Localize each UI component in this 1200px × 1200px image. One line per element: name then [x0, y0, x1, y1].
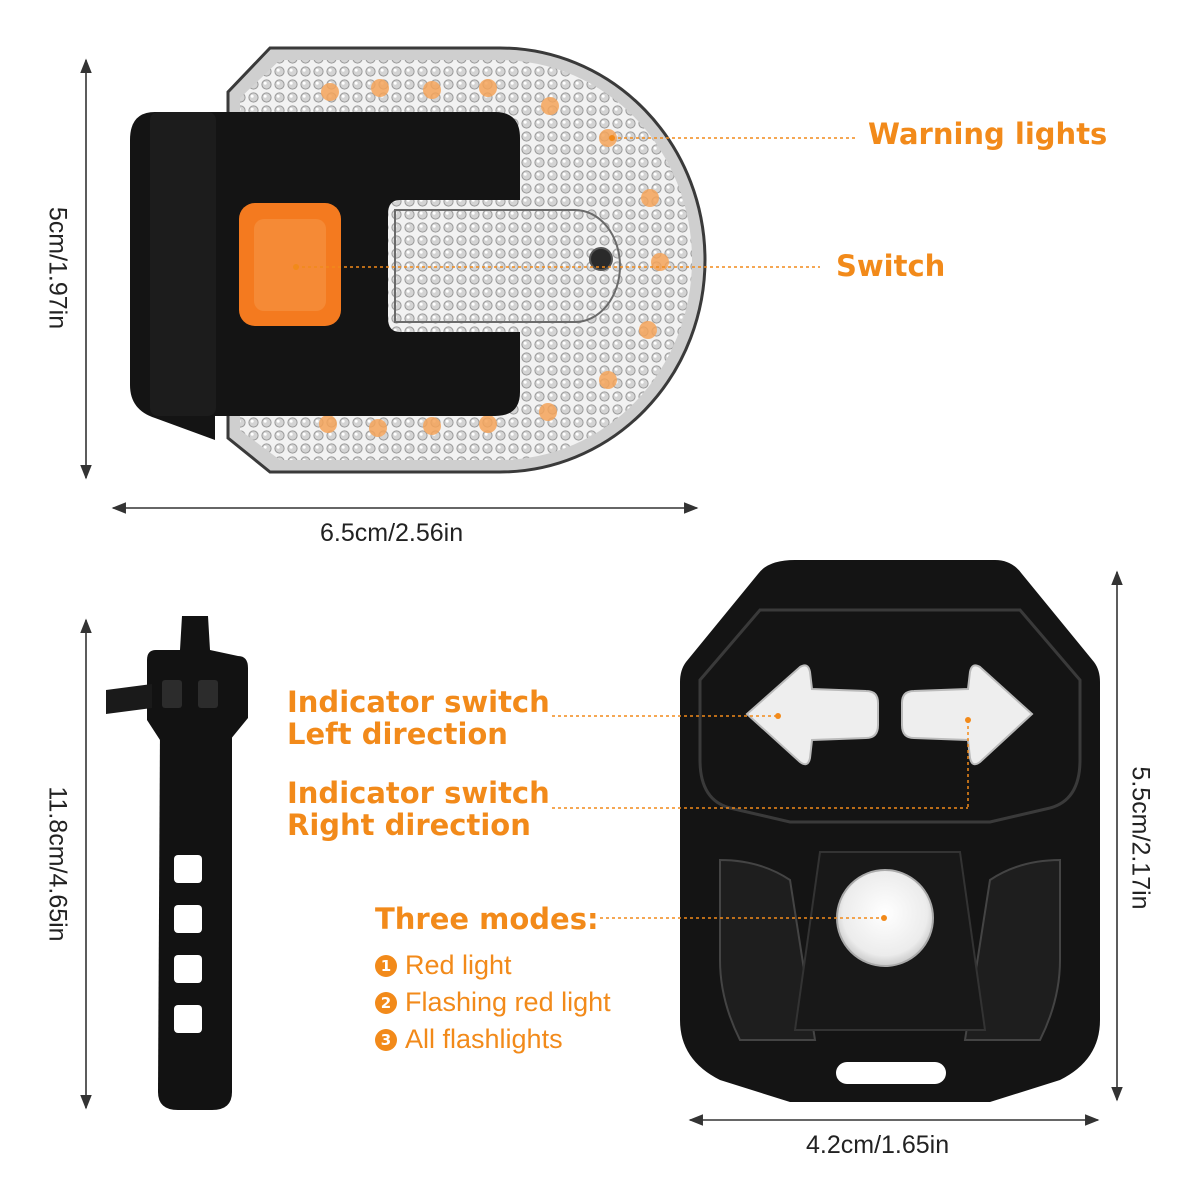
arrow-right-icon — [901, 664, 1034, 766]
arrow-left-icon — [745, 664, 879, 766]
label-indicator-left-line2: Left direction — [287, 717, 508, 752]
label-indicator-left-line1: Indicator switch — [287, 685, 550, 719]
mode-text: Flashing red light — [405, 987, 611, 1017]
dimension-light-width: 6.5cm/2.56in — [320, 519, 464, 547]
remote-control — [552, 560, 1123, 1126]
dimension-remote-width: 4.2cm/1.65in — [806, 1131, 950, 1159]
mode-text: All flashlights — [405, 1024, 563, 1054]
mode-item-1: 1 Red light — [375, 950, 512, 981]
mode-item-3: 3 All flashlights — [375, 1024, 563, 1055]
warning-light-unit — [80, 46, 858, 514]
label-indicator-right: Indicator switch Right direction — [287, 777, 550, 842]
sensor-dot — [589, 247, 613, 271]
label-warning-lights: Warning lights — [868, 117, 1108, 151]
mounting-strap — [80, 616, 248, 1110]
mode-text: Red light — [405, 950, 512, 980]
label-switch: Switch — [836, 249, 946, 283]
dimension-remote-height: 5.5cm/2.17in — [1126, 766, 1155, 910]
label-indicator-left: Indicator switch Left direction — [287, 686, 550, 751]
label-three-modes: Three modes: — [375, 902, 599, 936]
dimension-light-height: 5cm/1.97in — [43, 206, 72, 330]
dimension-strap-length: 11.8cm/4.65in — [43, 786, 72, 942]
label-indicator-right-line2: Right direction — [287, 808, 531, 843]
mode-number-badge: 1 — [375, 954, 397, 977]
label-indicator-right-line1: Indicator switch — [287, 776, 550, 810]
strap-clip — [147, 616, 248, 740]
lens-inner-edge — [394, 209, 621, 323]
mode-item-2: 2 Flashing red light — [375, 987, 611, 1018]
mode-number-badge: 2 — [375, 991, 397, 1014]
mode-number-badge: 3 — [375, 1028, 397, 1051]
